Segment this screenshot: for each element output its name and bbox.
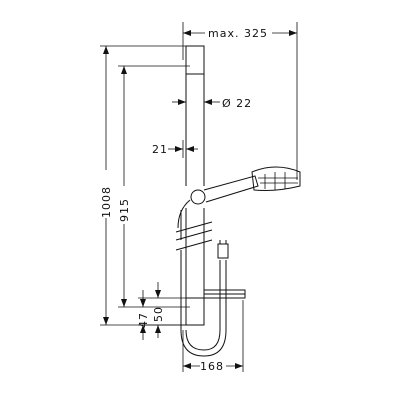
shelf: [204, 289, 246, 299]
dim-rail-height: 915: [115, 66, 133, 307]
shower-head: [251, 166, 301, 191]
rail-height-label: 915: [118, 198, 131, 222]
overall-height-label: 1008: [100, 186, 113, 218]
shower-handle: [203, 175, 259, 203]
break-mark: [175, 229, 213, 241]
bar-diameter-label: Ø 22: [222, 97, 252, 110]
dim-max-width: max. 325: [183, 27, 297, 40]
dim-wall-distance: 21: [152, 140, 198, 158]
hand-shower: [177, 166, 301, 229]
hose-connector: [217, 243, 229, 259]
shower-rail: [175, 45, 213, 326]
extension-lines: [100, 22, 298, 372]
bottom-bracket: [185, 297, 205, 326]
shelf-height-label: 50: [152, 306, 165, 322]
dim-shelf-height: 50: [152, 282, 165, 338]
break-mark: [175, 239, 213, 251]
max-width-label: max. 325: [208, 27, 268, 40]
dim-overall-height: 1008: [97, 46, 115, 325]
dim-hose-width: 168: [183, 360, 243, 373]
dim-bar-diameter: Ø 22: [172, 97, 252, 110]
bottom-offset-label: 47: [137, 312, 150, 328]
top-bracket: [185, 45, 205, 75]
wall-distance-label: 21: [152, 143, 168, 156]
hose-width-label: 168: [200, 360, 224, 373]
dim-bottom-offset: 47: [137, 290, 150, 340]
shower-hose: [175, 210, 229, 357]
slider-knob: [190, 189, 206, 205]
